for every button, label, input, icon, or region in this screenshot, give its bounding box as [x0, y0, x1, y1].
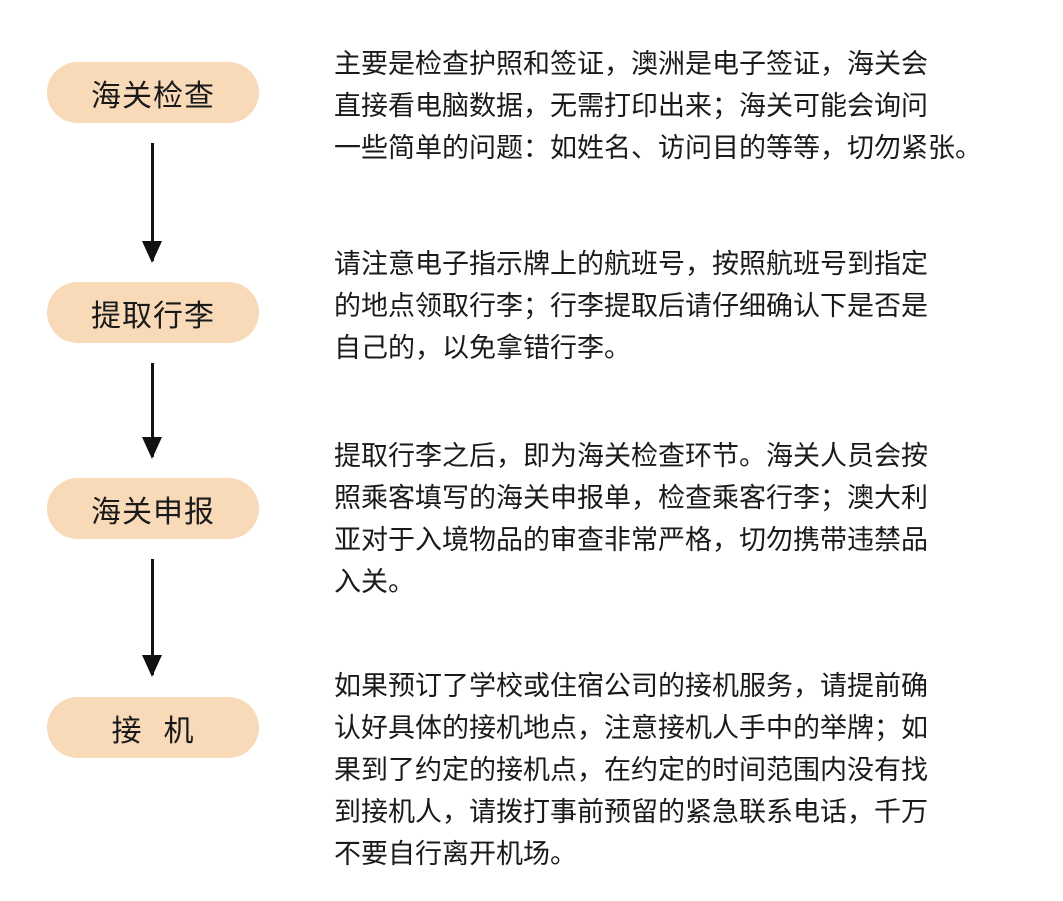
step-customs-declaration: 海关申报 — [47, 478, 259, 539]
step-baggage-claim: 提取行李 — [47, 282, 259, 343]
description-line: 自己的，以免拿错行李。 — [334, 333, 631, 364]
description-line: 的地点领取行李；行李提取后请仔细确认下是否是 — [334, 291, 928, 322]
description-line: 请注意电子指示牌上的航班号，按照航班号到指定 — [334, 249, 928, 280]
step-description: 请注意电子指示牌上的航班号，按照航班号到指定 的地点领取行李；行李提取后请仔细确… — [334, 244, 1034, 370]
description-line: 认好具体的接机地点，注意接机人手中的举牌；如 — [334, 713, 928, 744]
step-airport-pickup: 接 机 — [47, 697, 259, 758]
description-line: 入关。 — [334, 567, 415, 598]
step-label: 海关检查 — [91, 78, 215, 114]
description-line: 果到了约定的接机点，在约定的时间范围内没有找 — [334, 755, 928, 786]
description-line: 亚对于入境物品的审查非常严格，切勿携带违禁品 — [334, 525, 928, 556]
description-line: 主要是检查护照和签证，澳洲是电子签证，海关会 — [334, 49, 928, 80]
arrow-down-icon — [142, 559, 162, 677]
arrow-down-icon — [142, 363, 162, 459]
step-description: 如果预订了学校或住宿公司的接机服务，请提前确 认好具体的接机地点，注意接机人手中… — [334, 666, 1034, 876]
description-line: 提取行李之后，即为海关检查环节。海关人员会按 — [334, 441, 928, 472]
description-line: 到接机人，请拨打事前预留的紧急联系电话，千万 — [334, 797, 928, 828]
step-label: 海关申报 — [91, 494, 215, 530]
step-label: 接 机 — [111, 713, 195, 749]
description-line: 如果预订了学校或住宿公司的接机服务，请提前确 — [334, 671, 928, 702]
description-line: 照乘客填写的海关申报单，检查乘客行李；澳大利 — [334, 483, 928, 514]
step-description: 主要是检查护照和签证，澳洲是电子签证，海关会 直接看电脑数据，无需打印出来；海关… — [334, 44, 1034, 170]
step-customs-check: 海关检查 — [47, 62, 259, 123]
description-line: 直接看电脑数据，无需打印出来；海关可能会询问 — [334, 91, 928, 122]
description-line: 一些简单的问题：如姓名、访问目的等等，切勿紧张。 — [334, 133, 982, 164]
step-description: 提取行李之后，即为海关检查环节。海关人员会按 照乘客填写的海关申报单，检查乘客行… — [334, 436, 1034, 604]
description-line: 不要自行离开机场。 — [334, 839, 577, 870]
step-label: 提取行李 — [91, 298, 215, 334]
arrow-down-icon — [142, 143, 162, 263]
